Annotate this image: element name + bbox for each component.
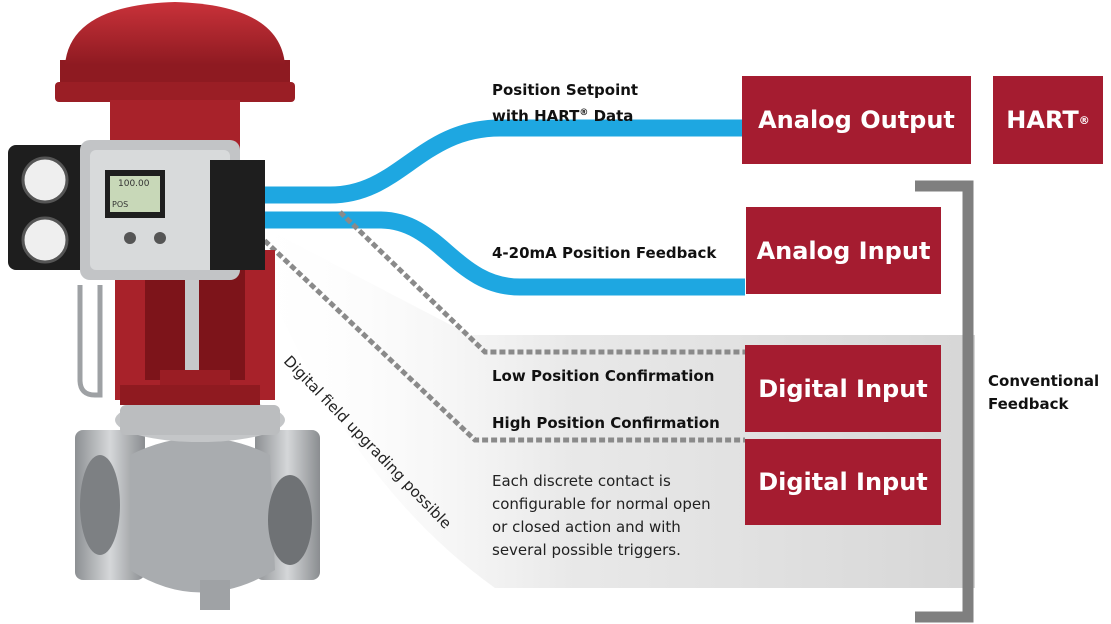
setpoint-label-line2: with HART® Data: [492, 103, 633, 126]
feedback-4-20-label: 4-20mA Position Feedback: [492, 244, 717, 262]
setpoint-label-data: Data: [588, 107, 634, 125]
high-confirm-dashed-line: [243, 220, 745, 443]
control-valve-illustration: [8, 2, 320, 610]
hart-box-reg: ®: [1078, 113, 1090, 127]
conventional-feedback-label-line2: Feedback: [988, 395, 1069, 413]
analog-output-box: Analog Output: [742, 76, 971, 164]
setpoint-signal-line: [215, 119, 745, 204]
description-line1: Each discrete contact is: [492, 472, 671, 490]
description-line2: configurable for normal open: [492, 495, 711, 513]
analog-input-box: Analog Input: [746, 207, 941, 294]
setpoint-label-line1: Position Setpoint: [492, 81, 639, 99]
low-confirm-dashed-line: [338, 210, 745, 355]
description-line4: several possible triggers.: [492, 541, 681, 559]
positioner-display-value: 100.00: [118, 179, 150, 189]
high-confirm-label: High Position Confirmation: [492, 414, 720, 432]
low-confirm-label: Low Position Confirmation: [492, 367, 715, 385]
digital-input-box-1: Digital Input: [745, 345, 941, 432]
setpoint-label-hart: with HART: [492, 107, 580, 125]
feedback-signal-line: [215, 211, 745, 296]
conventional-feedback-label-line1: Conventional: [988, 372, 1100, 390]
conventional-feedback-bracket: [915, 180, 974, 623]
setpoint-label-reg: ®: [579, 108, 589, 118]
hart-box-text: HART: [1006, 106, 1079, 134]
digital-input-box-2: Digital Input: [745, 439, 941, 525]
hart-box: HART®: [993, 76, 1103, 164]
description-line3: or closed action and with: [492, 518, 681, 536]
positioner-display-mode: POS: [112, 200, 129, 209]
